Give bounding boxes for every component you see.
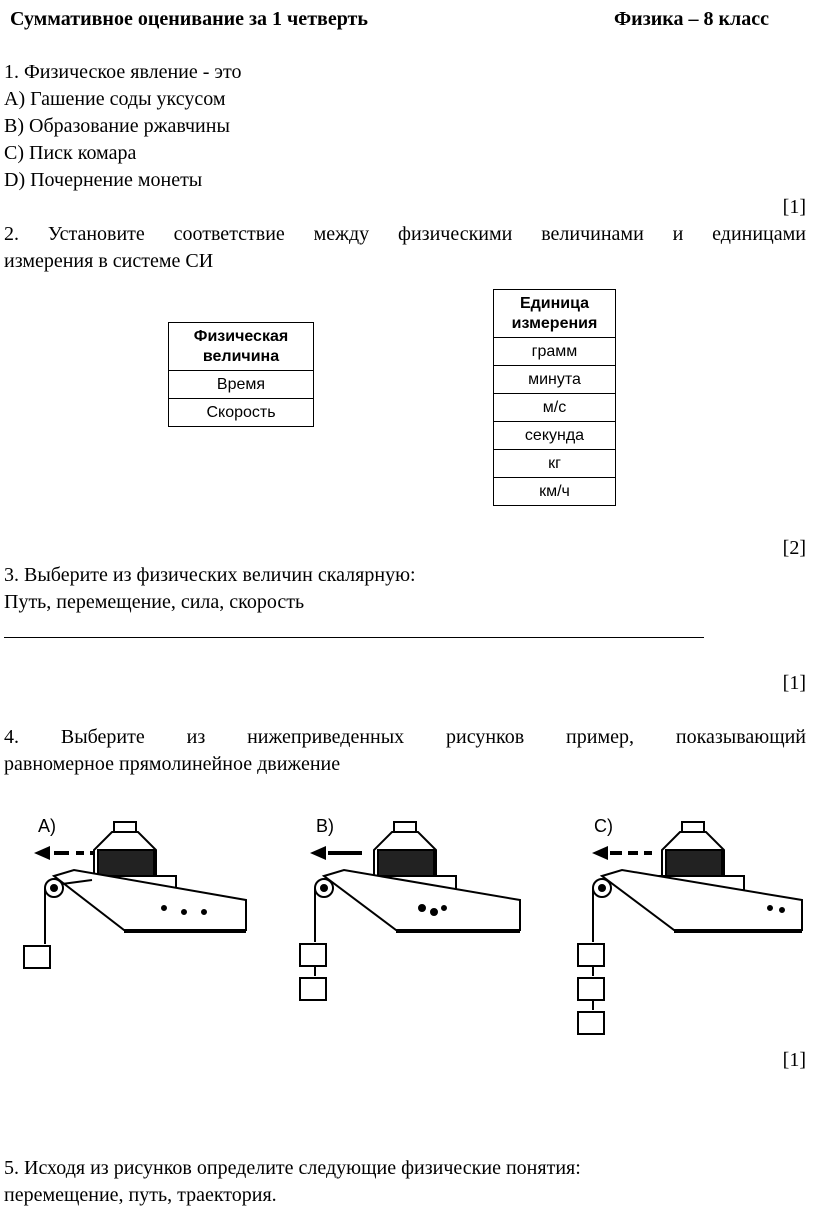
q4-score: [1]	[782, 1049, 806, 1071]
figure-c: C)	[577, 816, 803, 1035]
q2-score: [2]	[782, 537, 806, 559]
figure-label: A)	[38, 816, 56, 836]
answer-line	[4, 637, 704, 638]
q4-question-line2: равномерное прямолинейное движение	[4, 753, 341, 775]
figure-label: C)	[594, 816, 613, 836]
figure-b: B)	[299, 816, 521, 1001]
q3-score: [1]	[782, 672, 806, 694]
figure-a: A)	[23, 816, 247, 969]
table-cell: грамм	[493, 337, 616, 366]
table-surface-icon	[314, 868, 521, 942]
arrow-icon	[34, 846, 98, 860]
table-cell: км/ч	[493, 477, 616, 506]
q1-option-d: D) Почернение монеты	[4, 169, 203, 191]
weight-icon	[299, 934, 327, 1001]
arrow-icon	[592, 846, 652, 860]
subject-title: Физика – 8 класс	[614, 8, 769, 30]
q2-question-line2: измерения в системе СИ	[4, 250, 214, 272]
table-cell: минута	[493, 365, 616, 394]
q5-question-line2: перемещение, путь, траектория.	[4, 1184, 277, 1206]
table-cell: Скорость	[168, 398, 314, 427]
q1-question: 1. Физическое явление - это	[4, 61, 242, 83]
q3-options: Путь, перемещение, сила, скорость	[4, 591, 305, 613]
table-surface-icon	[592, 868, 803, 942]
q2-question-line1: 2. Установите соответствие между физичес…	[4, 223, 806, 245]
page-title: Суммативное оценивание за 1 четверть	[10, 8, 368, 30]
table-cell: кг	[493, 449, 616, 478]
q1-option-a: A) Гашение соды уксусом	[4, 88, 226, 110]
weight-icon	[23, 934, 51, 969]
table-cell: секунда	[493, 421, 616, 450]
q1-option-c: C) Писк комара	[4, 142, 137, 164]
arrow-icon	[310, 846, 362, 860]
figure-label: B)	[316, 816, 334, 836]
q3-question: 3. Выберите из физических величин скаляр…	[4, 564, 416, 586]
q1-option-b: B) Образование ржавчины	[4, 115, 230, 137]
table-cell: Время	[168, 370, 314, 399]
q1-score: [1]	[782, 196, 806, 218]
q5-question-line1: 5. Исходя из рисунков определите следующ…	[4, 1157, 581, 1179]
q4-question-line1: 4. Выберите из нижеприведенных рисунков …	[4, 726, 806, 748]
table-cell: м/с	[493, 393, 616, 422]
weight-icon	[577, 934, 605, 1035]
